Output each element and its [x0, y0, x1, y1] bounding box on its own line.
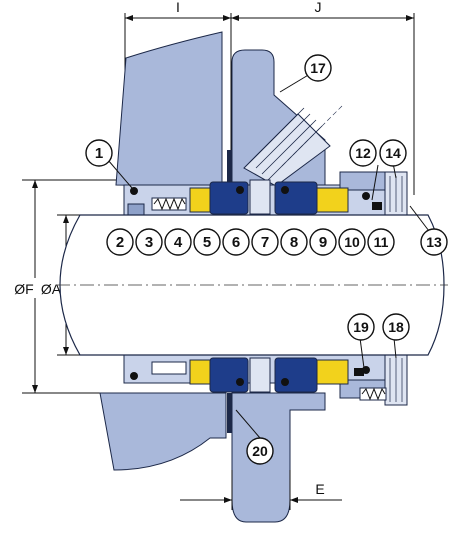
callout-12: 12	[349, 139, 377, 167]
callout-label-18: 18	[388, 319, 404, 335]
callout-1: 1	[85, 139, 113, 167]
upper-seal-assembly	[123, 171, 408, 217]
callout-13: 13	[420, 228, 448, 256]
callout-label-19: 19	[353, 319, 369, 335]
callout-4: 4	[164, 228, 192, 256]
callout-label-2: 2	[116, 234, 124, 251]
upper-housing	[115, 31, 223, 187]
lower-seal-assembly	[123, 354, 408, 406]
callout-layer: 1 2 3 4 5 6 7 8 9 10 11 12 13 14 17 18 1…	[85, 54, 448, 465]
callout-6: 6	[222, 228, 250, 256]
callout-label-8: 8	[290, 234, 298, 251]
callout-label-14: 14	[385, 145, 401, 161]
gasket-lower	[227, 393, 232, 433]
callout-8: 8	[280, 228, 308, 256]
dimension-j-label: J	[315, 0, 322, 15]
dimension-j: J	[231, 0, 415, 195]
callout-20: 20	[246, 437, 274, 465]
dimension-f-label: ØF	[14, 281, 33, 297]
dimension-e: E	[180, 470, 342, 510]
callout-19: 19	[347, 313, 375, 341]
callout-3: 3	[135, 228, 163, 256]
callout-label-4: 4	[174, 234, 183, 251]
callout-7: 7	[251, 228, 279, 256]
callout-label-6: 6	[232, 234, 240, 251]
callout-5: 5	[193, 228, 221, 256]
callout-17: 17	[304, 54, 332, 82]
callout-label-7: 7	[261, 234, 269, 251]
lower-housing	[99, 392, 227, 471]
callout-11: 11	[367, 228, 395, 256]
callout-label-20: 20	[252, 443, 268, 459]
callout-2: 2	[106, 228, 134, 256]
flush-port	[243, 105, 343, 187]
callout-label-17: 17	[310, 60, 326, 76]
callout-9: 9	[309, 228, 337, 256]
callout-label-11: 11	[374, 234, 389, 250]
callout-label-12: 12	[355, 145, 371, 161]
callout-label-5: 5	[203, 234, 211, 251]
gasket-upper	[227, 150, 232, 186]
dimension-i-label: I	[176, 0, 180, 15]
callout-10: 10	[338, 228, 366, 256]
gland-plate-lower	[231, 392, 326, 523]
callout-label-10: 10	[344, 234, 360, 250]
callout-label-13: 13	[426, 234, 442, 250]
callout-label-9: 9	[319, 234, 327, 251]
callout-14: 14	[379, 139, 407, 167]
callout-18: 18	[382, 313, 410, 341]
dimension-e-label: E	[315, 481, 324, 497]
dimension-a-label: ØA	[41, 281, 62, 297]
callout-label-3: 3	[145, 234, 153, 251]
callout-label-1: 1	[95, 145, 103, 162]
